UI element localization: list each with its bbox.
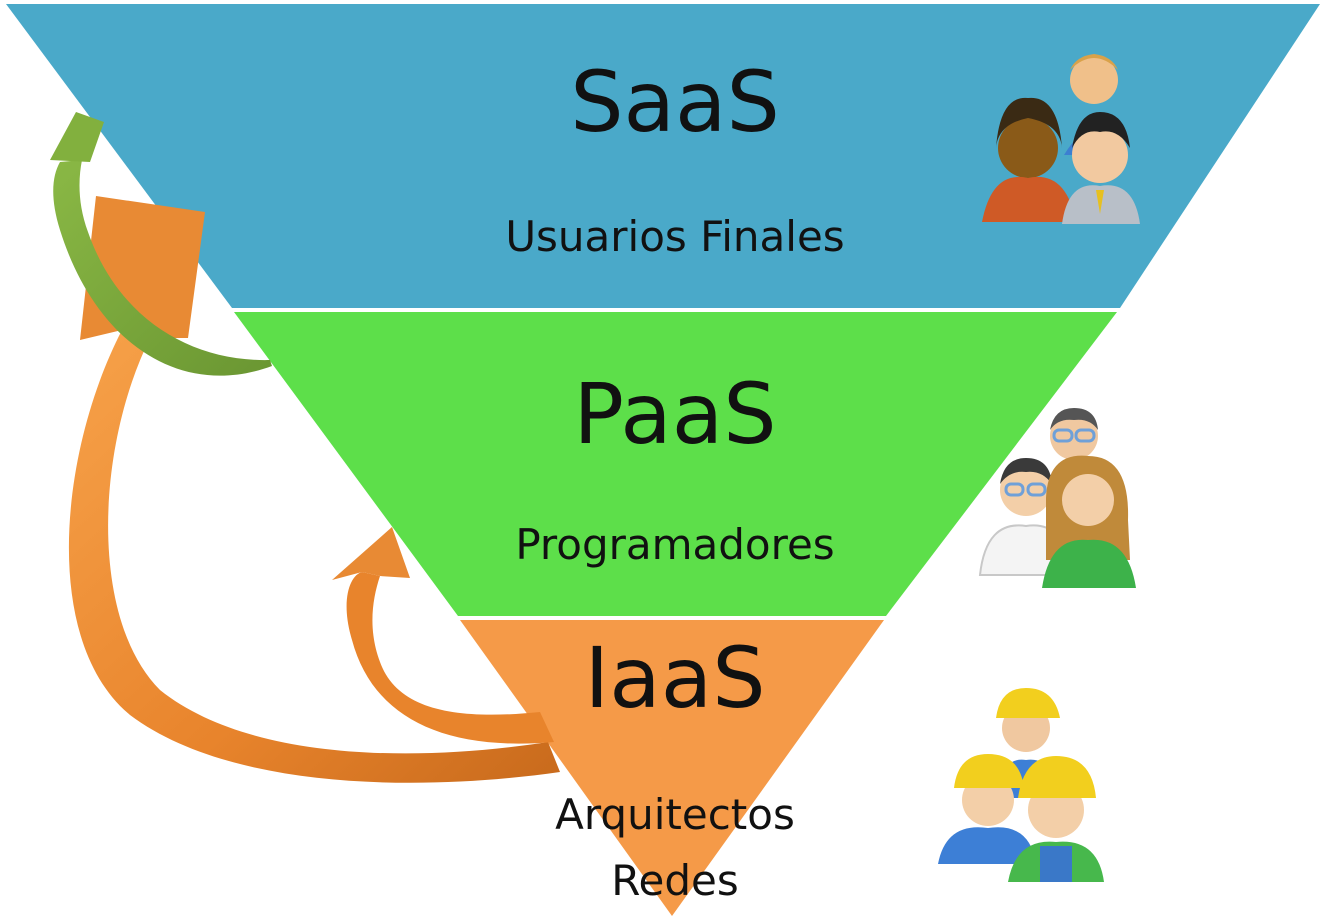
arrow-paas-to-saas — [50, 112, 272, 376]
iaas-layer — [460, 620, 884, 916]
saas-title: SaaS — [570, 53, 780, 151]
paas-audience: Programadores — [515, 520, 835, 569]
paas-layer — [234, 312, 1117, 616]
end-users-icon — [982, 54, 1140, 224]
network-architects-icon — [938, 688, 1104, 882]
paas-title: PaaS — [573, 365, 777, 463]
iaas-audience-line-2: Redes — [611, 856, 739, 905]
iaas-title: IaaS — [584, 629, 766, 727]
saas-layer — [6, 4, 1320, 308]
arrow-iaas-to-paas — [332, 527, 554, 744]
saas-audience: Usuarios Finales — [505, 212, 845, 261]
programmers-icon — [978, 408, 1136, 588]
iaas-audience-line-1: Arquitectos — [555, 790, 795, 839]
